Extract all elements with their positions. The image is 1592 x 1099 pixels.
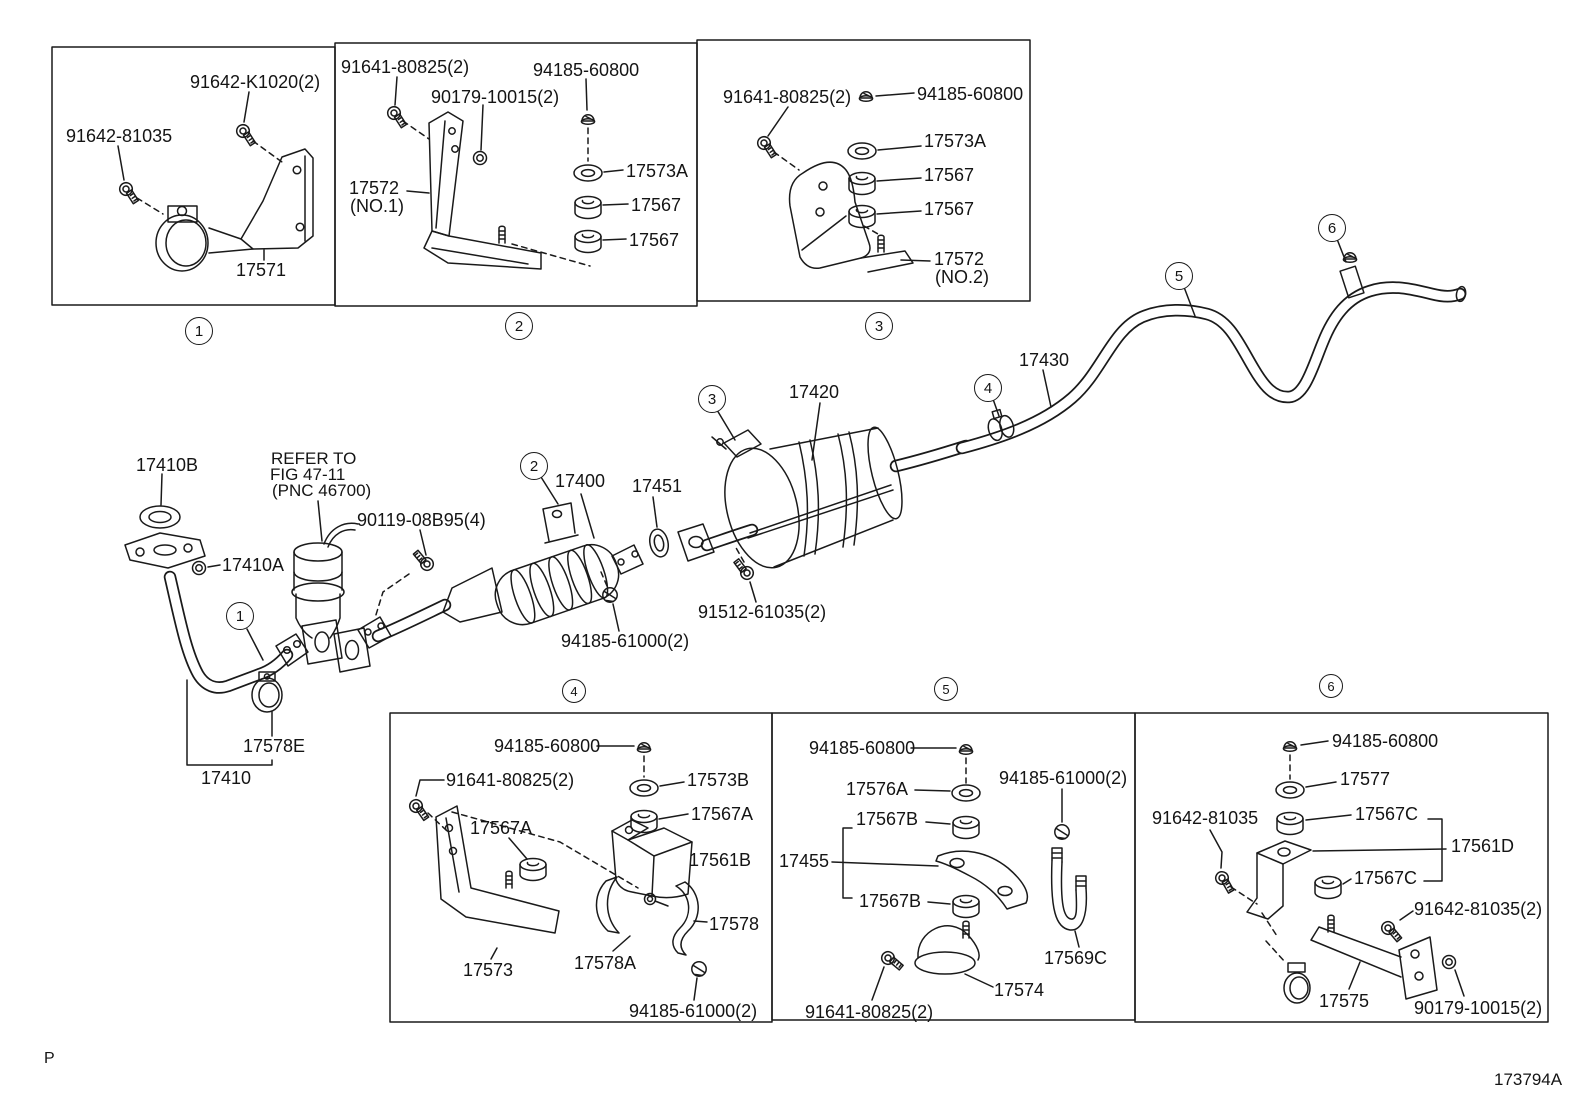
part-label-91642-k1020: 91642-K1020(2) (190, 72, 321, 92)
part-label-17567c-bottom: 17567C (1354, 868, 1418, 888)
part-label-17573a-i2: 17573A (626, 161, 689, 181)
part-label-91642-81035-i6: 91642-81035 (1152, 808, 1259, 828)
part-label-17575: 17575 (1319, 991, 1370, 1011)
part-label-17561b: 17561B (689, 850, 752, 870)
part-label-17572-no1-sub: (NO.1) (350, 196, 404, 216)
part-label-17455: 17455 (779, 851, 830, 871)
part-label-90179-10015-i2: 90179-10015(2) (431, 87, 560, 107)
part-label-17572-no1: 17572 (349, 178, 400, 198)
part-label-17567b-top: 17567B (856, 809, 919, 829)
callout-6-main: 6 (1318, 214, 1346, 242)
callout-5-inset: 5 (934, 677, 958, 701)
part-label-90119-08b95: 90119-08B95(4) (357, 510, 486, 530)
part-label-94185-60800-i2: 94185-60800 (533, 60, 640, 80)
part-label-91642-81035-2: 91642-81035(2) (1414, 899, 1543, 919)
part-label-94185-60800-i5: 94185-60800 (809, 738, 916, 758)
part-label-17567-i2a: 17567 (631, 195, 682, 215)
inset4-drawing (405, 741, 708, 1001)
inset6-drawing (1209, 740, 1465, 1004)
part-label-17567a-left: 17567A (470, 818, 533, 838)
callout-5-main: 5 (1165, 262, 1193, 290)
inset5-drawing (831, 743, 1088, 1001)
part-label-91641-80825-i5: 91641-80825(2) (805, 1002, 934, 1022)
part-label-17567-i2b: 17567 (629, 230, 680, 250)
part-label-17576a: 17576A (846, 779, 909, 799)
callout-3-main: 3 (698, 385, 726, 413)
part-label-17573: 17573 (463, 960, 514, 980)
page-corner-mark: P (44, 1050, 55, 1067)
part-label-17567a-right: 17567A (691, 804, 754, 824)
callout-1-main: 1 (226, 602, 254, 630)
inset1-drawing (115, 91, 314, 272)
part-label-91641-80825-i4: 91641-80825(2) (446, 770, 575, 790)
part-label-17420: 17420 (789, 382, 840, 402)
refer-note-line2: FIG 47-11 (270, 465, 346, 484)
part-label-17567c-top: 17567C (1355, 804, 1419, 824)
part-label-17410b: 17410B (136, 455, 199, 475)
callout-4-main: 4 (974, 374, 1002, 402)
part-label-17561d: 17561D (1451, 836, 1515, 856)
part-label-17573b: 17573B (687, 770, 750, 790)
part-label-17572-no2: 17572 (934, 249, 985, 269)
part-label-94185-61000-main: 94185-61000(2) (561, 631, 690, 651)
callout-1-inset: 1 (185, 317, 213, 345)
part-label-17451: 17451 (632, 476, 683, 496)
part-label-17410: 17410 (201, 768, 252, 788)
part-label-17578: 17578 (709, 914, 760, 934)
part-label-17577: 17577 (1340, 769, 1391, 789)
part-label-94185-60800-i3: 94185-60800 (917, 84, 1024, 104)
callout-6-inset: 6 (1319, 674, 1343, 698)
part-label-17572-no2-sub: (NO.2) (935, 267, 989, 287)
part-label-17567-i3b: 17567 (924, 199, 975, 219)
part-label-94185-61000-i4: 94185-61000(2) (629, 1001, 758, 1021)
part-label-17578e: 17578E (243, 736, 306, 756)
part-label-91512-61035: 91512-61035(2) (698, 602, 827, 622)
main-assembly-drawing (124, 238, 1467, 766)
part-label-17567b-bottom: 17567B (859, 891, 922, 911)
inset-borders (51, 39, 1549, 1023)
part-label-17430: 17430 (1019, 350, 1070, 370)
inset3-drawing (753, 90, 931, 273)
part-label-94185-61000-i5: 94185-61000(2) (999, 768, 1128, 788)
part-label-94185-60800-i6: 94185-60800 (1332, 731, 1439, 751)
part-label-17574: 17574 (994, 980, 1045, 1000)
part-label-90179-10015-i6: 90179-10015(2) (1414, 998, 1543, 1018)
callout-4-inset: 4 (562, 679, 586, 703)
refer-note-line1: REFER TO (271, 449, 357, 468)
part-label-17569c: 17569C (1044, 948, 1108, 968)
part-label-91641-80825-i3: 91641-80825(2) (723, 87, 852, 107)
part-label-91641-80825-i2: 91641-80825(2) (341, 57, 470, 77)
refer-note-line3: (PNC 46700) (272, 481, 372, 500)
callout-2-main: 2 (520, 452, 548, 480)
part-label-17410a: 17410A (222, 555, 285, 575)
inset2-drawing (383, 76, 629, 270)
part-label-94185-60800-i4: 94185-60800 (494, 736, 601, 756)
figure-code: 173794A (1494, 1070, 1563, 1089)
callout-3-inset: 3 (865, 312, 893, 340)
part-label-17578a: 17578A (574, 953, 637, 973)
part-label-17571: 17571 (236, 260, 287, 280)
part-label-91642-81035: 91642-81035 (66, 126, 173, 146)
part-label-17567-i3a: 17567 (924, 165, 975, 185)
part-label-17573a-i3: 17573A (924, 131, 987, 151)
part-label-17400: 17400 (555, 471, 606, 491)
callout-2-inset: 2 (505, 312, 533, 340)
